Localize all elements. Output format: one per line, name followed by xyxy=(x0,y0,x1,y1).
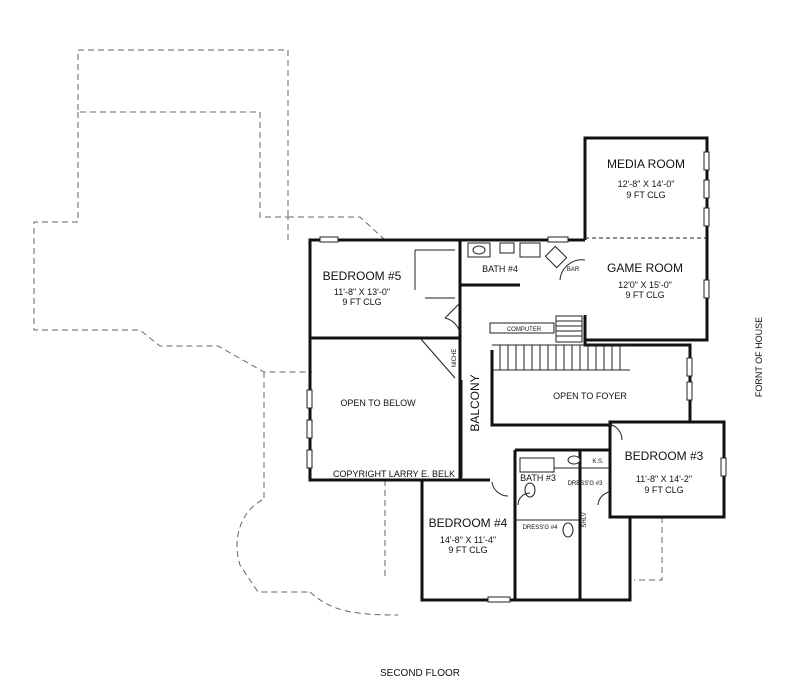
interior-lines xyxy=(414,237,707,521)
game-room-size: 12'0" X 15'-0" xyxy=(618,280,672,290)
bedroom4-name: BEDROOM #4 xyxy=(429,516,508,530)
bar-label: BAR xyxy=(567,267,580,273)
windows xyxy=(306,151,727,603)
fixtures xyxy=(467,242,581,538)
ks-label: K.S. xyxy=(592,459,604,465)
room-media: MEDIA ROOM 12'-8" X 14'-0" 9 FT CLG xyxy=(607,157,685,200)
shlv-label: SHLV xyxy=(582,512,588,527)
copyright-text: COPYRIGHT LARRY E. BELK xyxy=(333,469,455,479)
dressing4-label: DRESS'G #4 xyxy=(523,525,558,531)
floor-title: SECOND FLOOR xyxy=(380,668,460,679)
doors[interactable] xyxy=(444,259,623,506)
room-bedroom4: BEDROOM #4 14'-8" X 11'-4" 9 FT CLG xyxy=(429,516,508,555)
bedroom5-size: 11'-8" X 13'-0" xyxy=(334,287,390,297)
bedroom3-ceiling: 9 FT CLG xyxy=(644,485,683,495)
media-room-ceiling: 9 FT CLG xyxy=(626,190,665,200)
open-to-foyer-label: OPEN TO FOYER xyxy=(553,391,627,401)
stairs[interactable] xyxy=(489,315,630,371)
misc-labels: BATH #4 BAR COMPUTER BALCONY OPEN TO BEL… xyxy=(333,264,627,531)
bedroom3-name: BEDROOM #3 xyxy=(625,449,704,463)
orientation-label: FORNT OF HOUSE xyxy=(754,317,764,397)
room-bedroom5: BEDROOM #5 11'-8" X 13'-0" 9 FT CLG xyxy=(323,269,402,307)
media-room-size: 12'-8" X 14'-0" xyxy=(618,179,675,189)
game-room-ceiling: 9 FT CLG xyxy=(625,290,664,300)
game-room-name: GAME ROOM xyxy=(607,261,683,275)
bedroom5-name: BEDROOM #5 xyxy=(323,269,402,283)
room-game: GAME ROOM 12'0" X 15'-0" 9 FT CLG xyxy=(607,261,683,300)
room-bedroom3: BEDROOM #3 11'-8" X 14'-2" 9 FT CLG xyxy=(625,449,704,495)
dressing3-label: DRESS'G #3 xyxy=(568,481,603,487)
computer-label: COMPUTER xyxy=(507,327,542,333)
bath3-label: BATH #3 xyxy=(520,473,556,483)
balcony-label: BALCONY xyxy=(468,374,482,431)
bath4-label: BATH #4 xyxy=(482,264,518,274)
open-to-below-label: OPEN TO BELOW xyxy=(340,398,416,408)
walls xyxy=(308,136,726,602)
bedroom3-size: 11'-8" X 14'-2" xyxy=(636,474,692,484)
bedroom4-size: 14'-8" X 11'-4" xyxy=(440,535,496,545)
niche-label: NICHE xyxy=(452,349,458,368)
bedroom5-ceiling: 9 FT CLG xyxy=(342,297,381,307)
media-room-name: MEDIA ROOM xyxy=(607,157,685,171)
bedroom4-ceiling: 9 FT CLG xyxy=(448,545,487,555)
first-floor-outline xyxy=(33,49,663,616)
